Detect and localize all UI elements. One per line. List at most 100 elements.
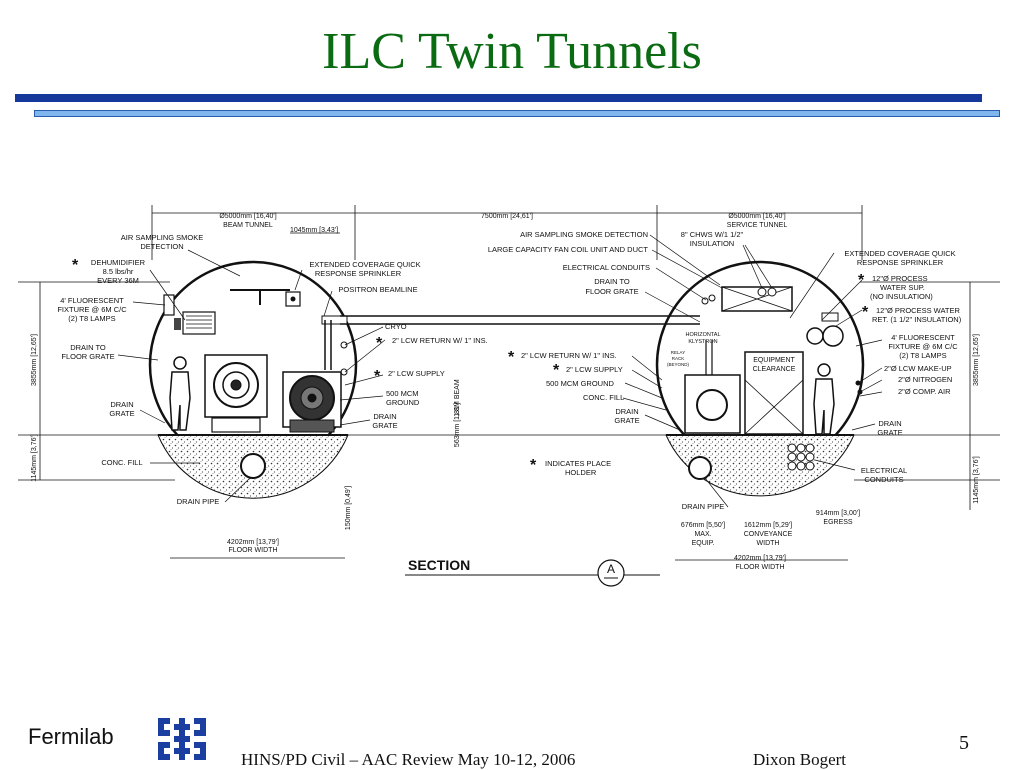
asterisk-lcw-return-right: *	[508, 349, 515, 366]
section-label: SECTION	[408, 557, 470, 573]
footer-brand: Fermilab	[28, 724, 114, 749]
label-nitrogen: 2"Ø NITROGEN	[898, 375, 952, 384]
label-chws: 8" CHWS W/1 1/2"	[681, 230, 744, 239]
asterisk-legend: *	[530, 457, 537, 474]
label-process-supply: 12"Ø PROCESS	[872, 274, 928, 283]
label-mcm-right: 500 MCM GROUND	[546, 379, 615, 388]
dim-left-h1: 3855mm [12,65']	[31, 334, 38, 386]
label-fluorescent-left-2: FIXTURE @ 6M C/C	[57, 305, 127, 314]
asterisk-dehumidifier: *	[72, 257, 79, 274]
label-relay-rack-3: (BEYOND)	[667, 362, 690, 367]
label-dehumidifier-2: 8.5 lbs/hr	[103, 267, 134, 276]
dim-service-dia: Ø5000mm [16,40']	[728, 213, 785, 220]
section-marker-letter: A	[607, 562, 615, 576]
dim-conv-2: CONVEYANCE	[744, 531, 793, 538]
connecting-beamline	[340, 315, 700, 325]
dim-offset: 1045mm [3,43']	[290, 227, 338, 234]
label-air-sampling-right: AIR SAMPLING SMOKE DETECTION	[520, 230, 648, 239]
label-drain-grate-right: DRAIN	[615, 407, 638, 416]
process-water-supply	[806, 327, 824, 345]
label-sprinkler-left-2: RESPONSE SPRINKLER	[315, 269, 402, 278]
label-conc-fill-left: CONC. FILL	[101, 458, 142, 467]
section-marker-circle	[597, 559, 625, 587]
label-dehumidifier-3: EVERY 36M	[97, 276, 139, 285]
label-fluorescent-left-3: (2) T8 LAMPS	[68, 314, 115, 323]
title-divider-light	[34, 110, 1000, 117]
beam-tunnel	[18, 260, 690, 499]
label-mcm-left-2: GROUND	[386, 398, 420, 407]
cryomodule-left	[204, 354, 268, 433]
label-electrical-conduits-top: ELECTRICAL CONDUITS	[563, 263, 650, 272]
label-lcw-return-left: 2" LCW RETURN W/ 1" INS.	[392, 336, 488, 345]
label-drain-pipe-left: DRAIN PIPE	[177, 497, 220, 506]
label-drain-floor-left-2: FLOOR GRATE	[61, 352, 114, 361]
label-equipment-clearance: EQUIPMENT	[753, 357, 795, 364]
label-process-supply-3: (NO INSULATION)	[870, 292, 933, 301]
dim-beam-height-2: 563mm [1,81']	[454, 403, 461, 447]
dim-separation: 7500mm [24,61']	[481, 213, 533, 220]
label-drain-floor-right: DRAIN TO	[594, 277, 630, 286]
service-tunnel-person	[813, 363, 835, 435]
label-placeholder: INDICATES PLACE	[545, 459, 611, 468]
asterisk-lcw-return-left: *	[376, 335, 383, 352]
label-sprinkler-right: EXTENDED COVERAGE QUICK	[844, 249, 955, 258]
asterisk-lcw-supply-right: *	[553, 362, 560, 379]
label-drain-pipe-right: DRAIN PIPE	[682, 502, 725, 511]
label-drain-floor-right-2: FLOOR GRATE	[585, 287, 638, 296]
label-drain-grate-center-2: GRATE	[372, 421, 397, 430]
label-fluorescent-right-3: (2) T8 LAMPS	[899, 351, 946, 360]
label-sprinkler-right-2: RESPONSE SPRINKLER	[857, 258, 944, 267]
dim-egress-2: EGRESS	[823, 519, 853, 526]
label-fan-coil: LARGE CAPACITY FAN COIL UNIT AND DUCT	[488, 245, 649, 254]
label-relay-rack: RELAY	[671, 350, 685, 355]
label-drain-floor-left: DRAIN TO	[70, 343, 106, 352]
label-relay-rack-2: RACK	[672, 356, 685, 361]
label-air-sampling-left-2: DETECTION	[140, 242, 183, 251]
label-process-supply-2: WATER SUP.	[880, 283, 925, 292]
positron-beamline	[321, 315, 348, 325]
label-drain-grate-left-2: GRATE	[109, 409, 134, 418]
label-conc-fill-right: CONC. FILL	[583, 393, 624, 402]
beam-light-fixture	[163, 294, 175, 316]
footer-author: Dixon Bogert	[753, 750, 847, 769]
dim-beam-dia: Ø5000mm [16,40']	[219, 213, 276, 220]
dim-floor-right-1: 4202mm [13,79']	[734, 555, 786, 562]
label-placeholder-2: HOLDER	[565, 468, 597, 477]
top-dimensions	[39, 205, 971, 561]
dim-equip-2: MAX.	[694, 531, 711, 538]
label-klystron-2: KLYSTRON	[688, 339, 717, 345]
label-chws-2: INSULATION	[690, 239, 734, 248]
label-drain-grate-right-2: GRATE	[614, 416, 639, 425]
dim-drain-depth: 150mm [0,49']	[345, 486, 352, 530]
dim-service-name: SERVICE TUNNEL	[727, 222, 788, 229]
cryomodule-right	[282, 371, 342, 433]
dim-right-h2: 1145mm [3,76']	[973, 456, 980, 504]
page-number: 5	[959, 732, 969, 754]
dim-right-h1: 3855mm [12,65']	[973, 334, 980, 386]
label-lcw-return-right: 2" LCW RETURN W/ 1" INS.	[521, 351, 617, 360]
dim-conv-1: 1612mm [5,29']	[744, 522, 792, 529]
label-drain-grate-far-right: DRAIN	[878, 419, 901, 428]
label-cryo: CRYO	[385, 322, 407, 331]
label-comp-air: 2"Ø COMP. AIR	[898, 387, 951, 396]
label-drain-grate-center: DRAIN	[373, 412, 396, 421]
label-fluorescent-right-2: FIXTURE @ 6M C/C	[888, 342, 958, 351]
label-lcw-supply-right: 2" LCW SUPPLY	[566, 365, 623, 374]
label-klystron: HORIZONTAL	[685, 332, 720, 338]
label-electrical-conduits: ELECTRICAL	[861, 466, 907, 475]
dim-beam-height: 1.8M BEAM	[454, 379, 461, 417]
label-equipment-clearance-2: CLEARANCE	[753, 366, 796, 373]
asterisk-process-supply: *	[858, 272, 865, 289]
dehumidifier	[182, 311, 216, 335]
asterisk-process-return: *	[862, 304, 869, 321]
label-mcm-left: 500 MCM	[386, 389, 419, 398]
label-process-return: 12"Ø PROCESS WATER	[876, 306, 961, 315]
label-process-return-2: RET. (1 1/2" INSULATION)	[872, 315, 962, 324]
equipment-clearance	[744, 351, 804, 435]
process-water-return	[822, 325, 844, 347]
dim-floor-left-1: 4202mm [13,79']	[227, 539, 279, 546]
dim-left-h2: 1145mm [3,76']	[31, 434, 38, 482]
dim-egress-1: 914mm [3,00']	[816, 510, 860, 517]
label-fluorescent-right: 4' FLUORESCENT	[891, 333, 955, 342]
dim-beam-name: BEAM TUNNEL	[223, 222, 273, 229]
